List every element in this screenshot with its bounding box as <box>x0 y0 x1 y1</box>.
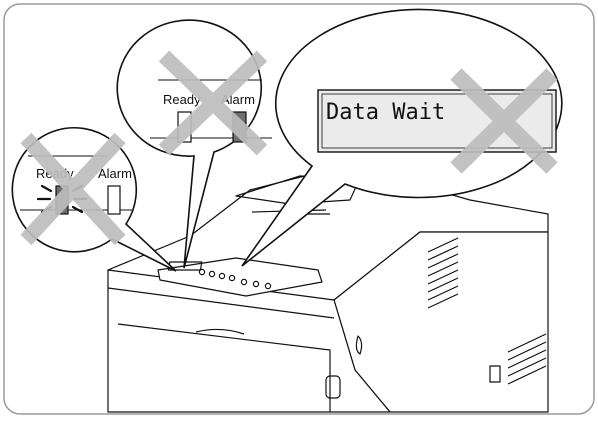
lcd-display-inner <box>321 93 553 149</box>
middle-cross-out-icon <box>158 50 268 156</box>
front-door <box>117 323 331 412</box>
door-latch <box>355 335 363 355</box>
lcd-callout: Data Wait <box>241 8 563 267</box>
left-cross-out-icon <box>20 132 126 246</box>
lcd-display-text: Data Wait <box>326 100 445 125</box>
output-tray <box>235 175 361 205</box>
middle-ready-label: Ready <box>163 92 201 107</box>
printer-front <box>107 269 391 413</box>
control-panel <box>157 257 323 297</box>
left-alarm-led <box>107 185 121 215</box>
front-slot <box>325 375 341 399</box>
side-switch <box>489 365 501 383</box>
printer-illustration <box>107 171 549 413</box>
outer-frame <box>3 3 595 415</box>
middle-callout: Ready Alarm <box>116 19 272 269</box>
lcd-cross-out-icon <box>450 68 558 174</box>
door-handle <box>195 328 245 335</box>
side-vent-grille <box>427 237 547 385</box>
left-callout: Ready Alarm <box>11 127 177 272</box>
front-top-edge <box>107 287 335 319</box>
panel-buttons <box>198 268 272 290</box>
left-alarm-label: Alarm <box>98 166 132 181</box>
